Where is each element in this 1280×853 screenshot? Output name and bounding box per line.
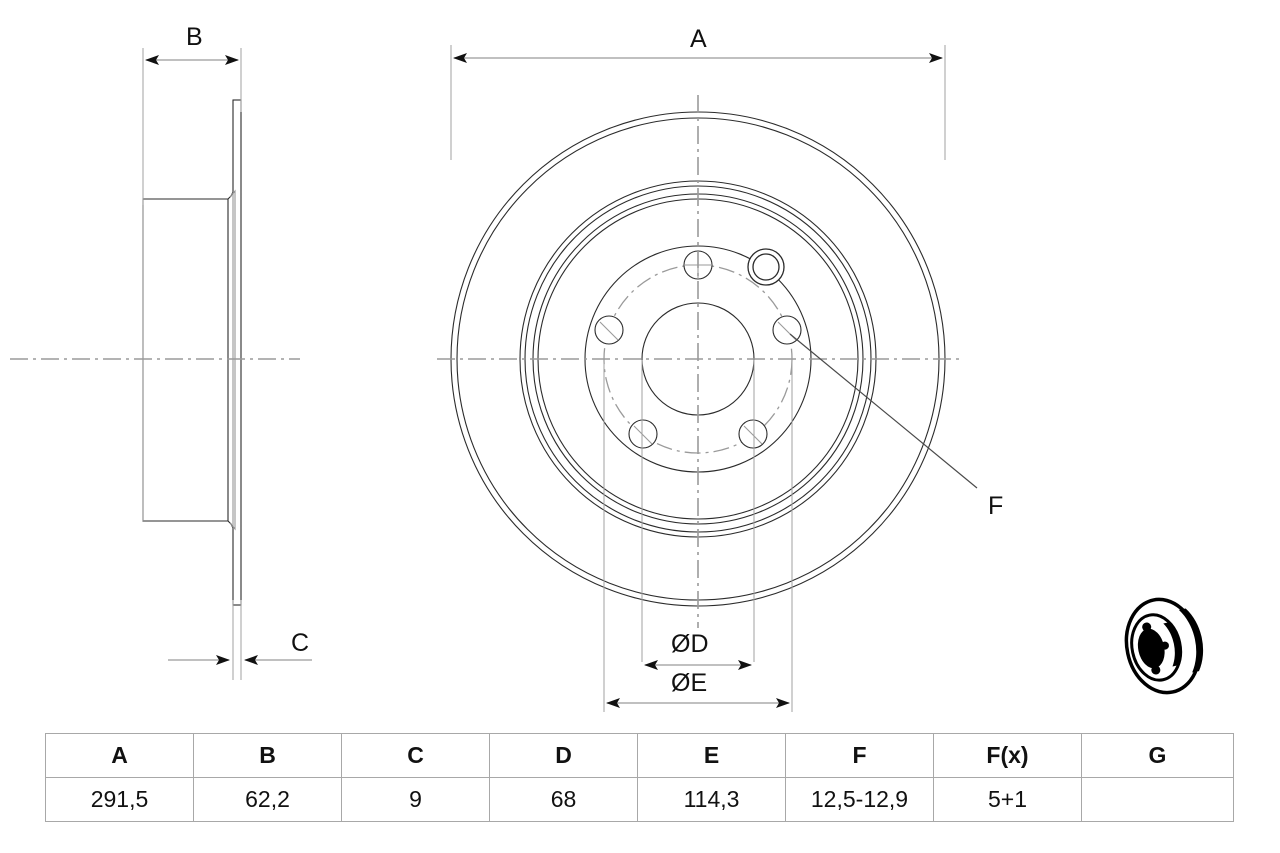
side-view-plate-shading xyxy=(229,189,236,531)
label-diameter-e: ØE xyxy=(671,669,708,697)
locating-hole xyxy=(747,248,785,286)
table-value-d: 68 xyxy=(489,777,638,822)
bolt-hole xyxy=(738,419,768,449)
bolt-hole xyxy=(628,419,658,449)
table-header-b: B xyxy=(193,733,342,778)
side-view-group xyxy=(10,48,312,680)
bolt-hole xyxy=(594,315,624,345)
side-view-friction-ring xyxy=(142,198,229,522)
table-header-a: A xyxy=(45,733,194,778)
dimension-table: A B C D E F F(x) G 291,5 62,2 9 68 114,3… xyxy=(45,733,1234,822)
table-value-fx: 5+1 xyxy=(933,777,1082,822)
table-header-e: E xyxy=(637,733,786,778)
table-header-d: D xyxy=(489,733,638,778)
dimension-c xyxy=(168,600,312,680)
dimension-a xyxy=(450,45,946,160)
table-header-g: G xyxy=(1081,733,1234,778)
dimension-b xyxy=(142,48,242,205)
table-value-f: 12,5-12,9 xyxy=(785,777,934,822)
table-value-e: 114,3 xyxy=(637,777,786,822)
label-b: B xyxy=(186,23,203,51)
table-header-f: F xyxy=(785,733,934,778)
table-row: 291,5 62,2 9 68 114,3 12,5-12,9 5+1 xyxy=(45,777,1234,822)
table-value-c: 9 xyxy=(341,777,490,822)
label-diameter-d: ØD xyxy=(671,630,709,658)
table-value-b: 62,2 xyxy=(193,777,342,822)
dimension-extension-lines xyxy=(603,360,793,712)
leader-line-f xyxy=(789,333,978,489)
label-f: F xyxy=(988,492,1004,520)
table-header-fx: F(x) xyxy=(933,733,1082,778)
table-header-row: A B C D E F F(x) G xyxy=(45,733,1234,778)
product-photo-thumbnail xyxy=(1124,597,1204,695)
label-c: C xyxy=(291,629,310,657)
table-value-g xyxy=(1081,777,1234,822)
table-value-a: 291,5 xyxy=(45,777,194,822)
table-header-c: C xyxy=(341,733,490,778)
label-a: A xyxy=(690,25,707,53)
front-view-group xyxy=(437,45,978,712)
